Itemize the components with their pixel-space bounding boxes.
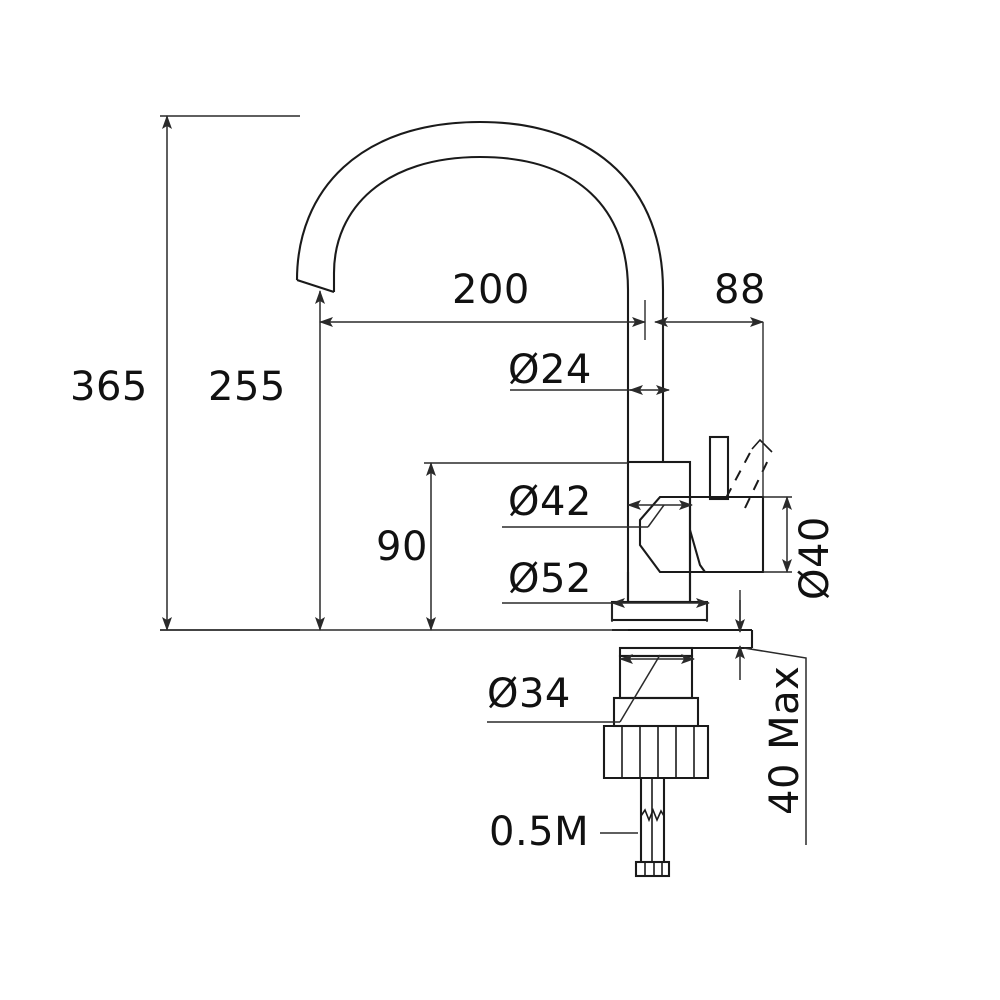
dim-label-d24: Ø24 — [508, 347, 592, 393]
body-upper-column — [626, 460, 692, 604]
hose-end-connector — [634, 860, 671, 878]
handle-lever-stem — [708, 435, 730, 501]
dimension-text-group: 365 255 200 88 Ø24 Ø42 Ø52 90 Ø34 0.5M Ø… — [70, 267, 838, 855]
shank-upper-ring — [618, 646, 694, 658]
body-base-flange — [610, 600, 709, 622]
handle-lever-phantom-left — [725, 448, 753, 499]
dim-label-05m: 0.5M — [489, 809, 589, 855]
handle-lever-phantom-cap — [751, 438, 773, 453]
spout-inner-arc — [332, 155, 630, 462]
leader-jog-d34 — [619, 654, 661, 723]
handle-hub-inner-fold — [688, 529, 706, 573]
spout-tip-face — [296, 279, 335, 293]
dim-label-88: 88 — [714, 267, 766, 313]
leader-line-40max — [743, 647, 807, 845]
dim-label-d52: Ø52 — [508, 556, 592, 602]
fixing-nut — [602, 724, 710, 780]
handle-hub-nose — [638, 495, 690, 574]
dim-label-d40: Ø40 — [792, 516, 838, 600]
dim-label-200: 200 — [452, 267, 530, 313]
handle-lever-barrel — [690, 495, 765, 574]
dim-label-365: 365 — [70, 364, 148, 410]
dim-label-d42: Ø42 — [508, 479, 592, 525]
hose-break-symbol — [640, 807, 665, 823]
dim-label-255: 255 — [208, 364, 286, 410]
dim-label-d34: Ø34 — [487, 671, 571, 717]
dim-label-90: 90 — [376, 524, 428, 570]
handle-lever-phantom-right — [744, 455, 771, 509]
dim-label-40max: 40 Max — [762, 666, 808, 815]
dimension-annotations — [160, 115, 807, 845]
spout-outer-arc — [295, 120, 665, 462]
